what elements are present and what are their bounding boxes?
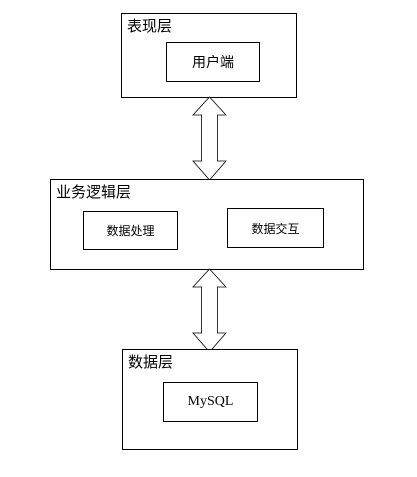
business-layer-title: 业务逻辑层 [56,183,132,201]
presentation-layer-title: 表现层 [127,17,173,35]
data-processing-box: 数据处理 [83,211,178,250]
data-interaction-label: 数据交互 [251,221,300,236]
presentation-business-arrow-shape [192,96,227,181]
client-component-box: 用户端 [166,42,260,82]
data-interaction-box: 数据交互 [227,208,324,248]
data-layer-title: 数据层 [128,353,174,371]
data-layer-box: 数据层 MySQL [122,349,298,450]
business-data-arrow [192,268,227,353]
presentation-layer-box: 表现层 用户端 [121,13,297,98]
client-component-label: 用户端 [192,55,234,71]
presentation-business-arrow [192,96,227,181]
business-layer-box: 业务逻辑层 数据处理 数据交互 [50,179,364,270]
mysql-component-box: MySQL [163,382,258,422]
business-data-arrow-shape [192,268,227,353]
data-processing-label: 数据处理 [106,224,155,238]
mysql-component-label: MySQL [187,394,234,409]
